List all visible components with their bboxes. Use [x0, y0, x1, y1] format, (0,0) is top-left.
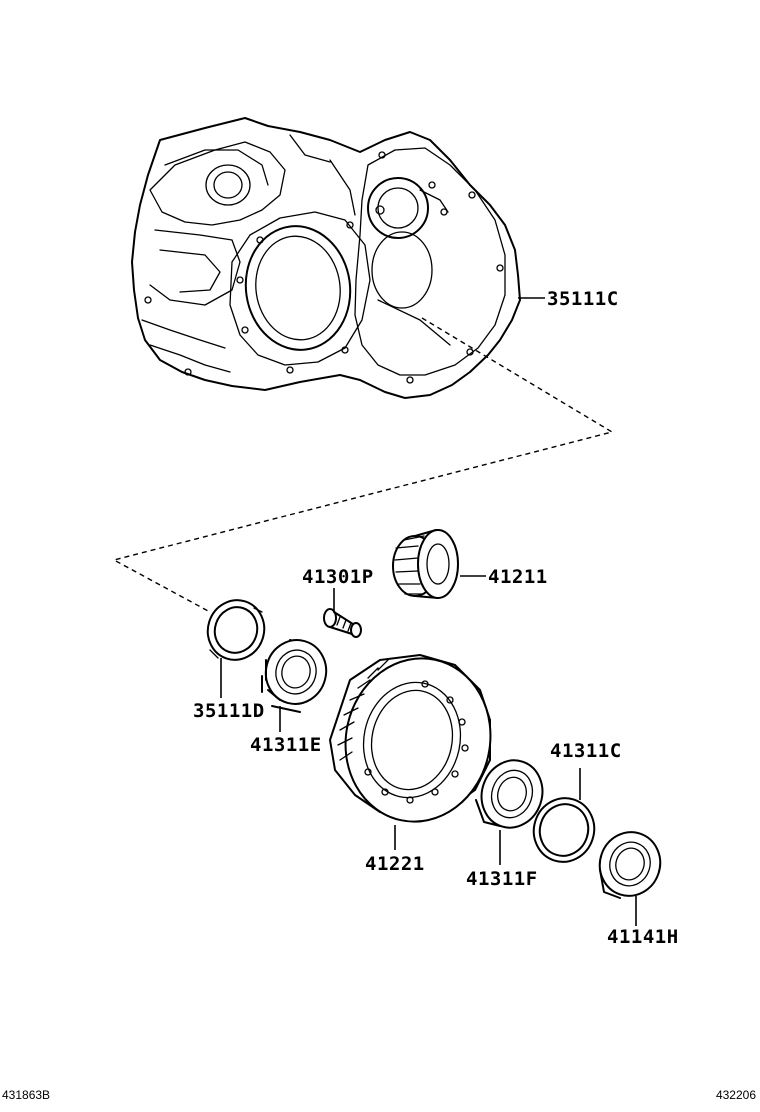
footer-left-code: 431863B	[2, 1088, 50, 1102]
label-41301P[interactable]: 41301P	[302, 566, 374, 588]
label-41311E[interactable]: 41311E	[250, 734, 322, 756]
label-41221[interactable]: 41221	[365, 853, 425, 875]
label-35111D[interactable]: 35111D	[193, 700, 265, 722]
label-41311F[interactable]: 41311F	[466, 868, 538, 890]
transaxle-case-drawing	[131, 117, 521, 399]
oil-seal-drawing	[206, 599, 266, 661]
bearing-f-drawing	[475, 759, 544, 829]
footer-right-code: 432206	[716, 1088, 756, 1102]
leader-lines	[220, 297, 637, 926]
bearing-e-drawing	[261, 639, 328, 713]
label-41311C[interactable]: 41311C	[550, 740, 622, 762]
pinion-gear-drawing	[392, 529, 459, 599]
bolt-drawing	[323, 608, 362, 638]
assembly-dashed-line	[112, 317, 614, 613]
label-41211[interactable]: 41211	[488, 566, 548, 588]
label-41141H: 41141H	[607, 926, 679, 948]
label-35111C[interactable]: 35111C	[547, 288, 619, 310]
bearing-h-drawing	[598, 831, 662, 899]
ring-gear-drawing	[329, 654, 492, 823]
race-c-drawing	[532, 797, 596, 863]
